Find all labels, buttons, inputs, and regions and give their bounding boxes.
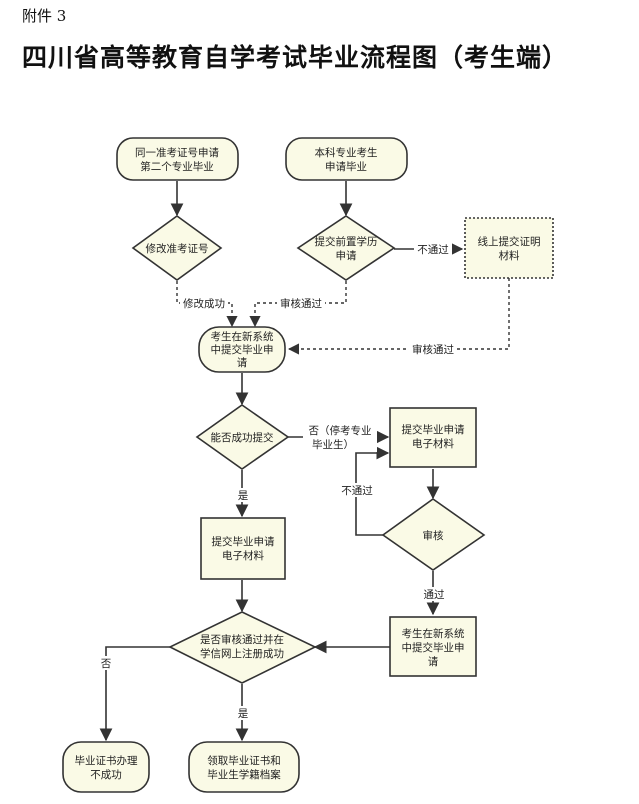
node-check-text-1: 是否审核通过并在 (200, 633, 284, 646)
edge-offline-review-passed (287, 278, 510, 355)
node-check-text-2: 学信网上注册成功 (200, 647, 284, 660)
edge-label-review-passed-1: 审核通过 (280, 297, 322, 310)
node-e-materials-left-text-2: 电子材料 (222, 549, 264, 562)
node-e-materials-right-text-2: 电子材料 (412, 437, 454, 450)
node-prior-edu-text-2: 申请 (336, 249, 357, 262)
edge-label-not-passed-2: 不通过 (341, 484, 373, 497)
node-success-text-1: 领取毕业证书和 (207, 754, 281, 767)
node-new-sys-2-text-2: 中提交毕业申 (402, 641, 465, 654)
node-prior-edu (296, 215, 396, 281)
page-title: 四川省高等教育自学考试毕业流程图（考生端） (22, 43, 569, 72)
node-new-sys (198, 326, 286, 373)
node-e-materials-right-text-1: 提交毕业申请 (402, 423, 465, 436)
node-can-submit (195, 404, 290, 470)
attachment-label: 附件 3 (22, 7, 67, 25)
node-new-sys-2-text-1: 考生在新系统 (402, 627, 465, 640)
node-e-materials-left-text-1: 提交毕业申请 (212, 535, 275, 548)
edge-label-no-suspended-1: 否（停考专业 (309, 424, 372, 437)
edge-label-yes-1: 是 (238, 490, 249, 502)
node-same-id (116, 137, 239, 181)
node-modify-id-text: 修改准考证号 (146, 242, 209, 255)
node-offline-text-2: 材料 (499, 249, 520, 262)
node-prior-edu-text-1: 提交前置学历 (315, 235, 378, 248)
node-undergrad-text-1: 本科专业考生 (315, 146, 378, 159)
edge-label-not-passed-1: 不通过 (417, 243, 449, 256)
node-new-sys-text-2: 中提交毕业申 (211, 343, 274, 356)
node-fail (62, 741, 150, 793)
node-new-sys-2-text-3: 请 (428, 655, 439, 668)
edge-label-review-passed-2: 审核通过 (412, 343, 454, 356)
node-new-sys-text-1: 考生在新系统 (211, 330, 274, 343)
node-undergrad-text-2: 申请毕业 (325, 160, 367, 173)
edge-label-no: 否 (101, 658, 112, 670)
node-can-submit-text: 能否成功提交 (211, 431, 274, 444)
node-success-text-2: 毕业生学籍档案 (207, 768, 281, 781)
node-modify-id (131, 215, 223, 281)
node-offline (464, 217, 554, 279)
node-success (188, 741, 300, 793)
edge-label-no-suspended-2: 毕业生） (312, 438, 354, 451)
node-same-id-text-1: 同一准考证号申请 (135, 146, 219, 159)
node-review (381, 498, 486, 571)
node-new-sys-text-3: 请 (237, 356, 248, 369)
node-new-sys-2 (389, 616, 477, 677)
node-same-id-text-2: 第二个专业毕业 (140, 160, 214, 173)
node-offline-text-1: 线上提交证明 (478, 235, 541, 248)
node-fail-text-1: 毕业证书办理 (75, 754, 138, 767)
node-e-materials-right (389, 407, 477, 468)
node-e-materials-left (200, 517, 286, 580)
edge-label-passed: 通过 (424, 588, 445, 601)
edge-label-modify-success: 修改成功 (183, 297, 225, 310)
edge-check-no (99, 646, 170, 742)
node-review-text: 审核 (423, 529, 444, 542)
node-check (168, 611, 317, 684)
node-fail-text-2: 不成功 (90, 769, 122, 781)
edge-label-yes-2: 是 (238, 708, 249, 720)
node-undergrad (285, 137, 408, 181)
